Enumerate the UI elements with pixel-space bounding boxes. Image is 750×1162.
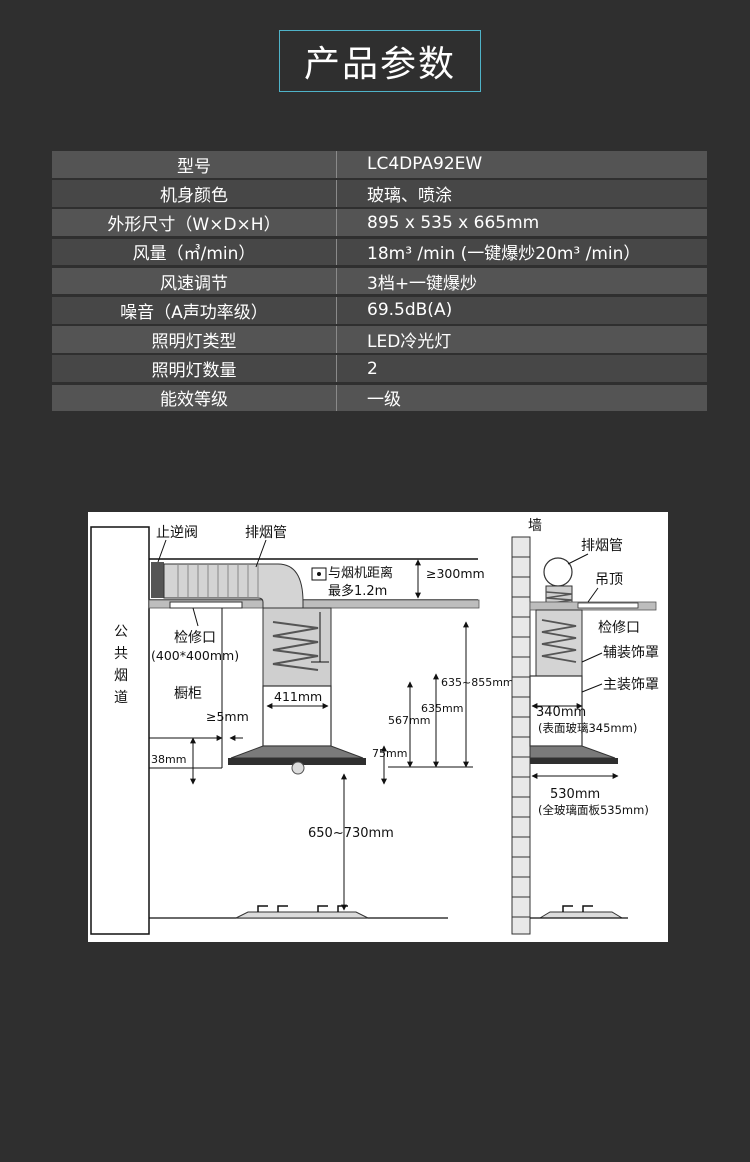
spec-table: 型号 LC4DPA92EW 机身颜色 玻璃、喷涂 外形尺寸（W×D×H） 895… xyxy=(52,151,707,414)
flue-char: 烟 xyxy=(114,668,128,684)
main-cover-label: 主装饰罩 xyxy=(603,677,659,693)
spec-value: 2 xyxy=(367,358,378,379)
distance-note-2: 最多1.2m xyxy=(328,583,387,599)
ceiling-label: 吊顶 xyxy=(595,572,623,588)
spec-value: LC4DPA92EW xyxy=(367,154,483,175)
aux-cover-label: 辅装饰罩 xyxy=(603,645,659,661)
dim-38: 38mm xyxy=(151,753,186,766)
dim-ge300: ≥300mm xyxy=(426,566,485,581)
spec-label: 能效等级 xyxy=(52,384,337,412)
duct-cover-left xyxy=(262,607,332,687)
spec-value: 玻璃、喷涂 xyxy=(367,186,452,207)
pipe-ribs xyxy=(177,564,259,598)
spec-label: 型号 xyxy=(52,151,337,178)
spec-row: 外形尺寸（W×D×H） 895 x 535 x 665mm xyxy=(52,209,707,237)
dim-530: 530mm xyxy=(550,787,600,802)
spec-label: 风量（㎥/min） xyxy=(52,238,337,266)
cooktop-left xyxy=(235,911,369,919)
inspection-port-shape xyxy=(169,601,243,609)
spec-label: 外形尺寸（W×D×H） xyxy=(52,209,337,237)
cooktop-right xyxy=(538,911,624,919)
flue-char: 道 xyxy=(114,690,128,706)
dim-ge5: ≥5mm xyxy=(206,709,249,724)
spec-label: 机身颜色 xyxy=(52,180,337,207)
spec-label: 照明灯数量 xyxy=(52,355,337,382)
dim-635-855: 635~855mm xyxy=(441,676,514,689)
spec-row: 照明灯类型 LED冷光灯 xyxy=(52,326,707,353)
dim-567: 567mm xyxy=(388,714,430,727)
exhaust-pipe-label: 排烟管 xyxy=(245,525,287,541)
dim-411: 411mm xyxy=(274,689,322,704)
spec-row: 风量（㎥/min） 18m³ /min (一键爆炒20m³ /min） xyxy=(52,238,707,266)
spec-row: 风速调节 3档+一键爆炒 xyxy=(52,267,707,295)
spec-row: 能效等级 一级 xyxy=(52,384,707,412)
flue-char: 公 xyxy=(114,624,128,640)
spec-label: 风速调节 xyxy=(52,267,337,295)
spec-value: LED冷光灯 xyxy=(367,331,452,352)
hood-body-right xyxy=(529,745,616,759)
spec-row: 型号 LC4DPA92EW xyxy=(52,151,707,178)
side-view: 墙 排烟管 吊顶 检修口 辅装饰罩 主装饰罩 340mm (表面玻璃345mm) xyxy=(511,518,659,935)
socket-icon xyxy=(311,567,327,581)
spec-value: 3档+一键爆炒 xyxy=(367,273,478,294)
dim-530-note: (全玻璃面板535mm) xyxy=(538,803,649,817)
installation-diagram: 公 共 烟 道 止逆阀 排烟管 与烟机距离 最多1.2m xyxy=(88,512,668,942)
hood-panel-left xyxy=(228,758,366,765)
page-title: 产品参数 xyxy=(279,30,481,92)
wall-label: 墙 xyxy=(528,518,542,534)
dim-340: 340mm xyxy=(536,705,586,720)
dim-340-note: (表面玻璃345mm) xyxy=(538,721,637,735)
inspection-right-label: 检修口 xyxy=(598,620,640,636)
spec-label: 噪音（A声功率级） xyxy=(52,296,337,324)
spec-row: 机身颜色 玻璃、喷涂 xyxy=(52,180,707,207)
dim-75: 75mm xyxy=(372,747,407,760)
spec-row: 噪音（A声功率级） 69.5dB(A) xyxy=(52,296,707,324)
spec-row: 照明灯数量 2 xyxy=(52,355,707,382)
exhaust-pipe-right-label: 排烟管 xyxy=(581,538,623,554)
distance-note-1: 与烟机距离 xyxy=(328,565,393,581)
check-valve-shape xyxy=(151,562,164,598)
spec-value: 18m³ /min (一键爆炒20m³ /min） xyxy=(367,244,641,265)
check-valve-label: 止逆阀 xyxy=(156,525,198,541)
dim-635: 635mm xyxy=(421,702,463,715)
cabinet-label: 橱柜 xyxy=(174,686,202,702)
spec-value: 一级 xyxy=(367,390,401,411)
main-cover-right xyxy=(529,675,583,747)
dim-650-730: 650~730mm xyxy=(308,826,394,841)
public-flue: 公 共 烟 道 xyxy=(90,526,150,935)
spec-value: 895 x 535 x 665mm xyxy=(367,212,540,233)
inspection-label: 检修口 xyxy=(174,630,216,646)
hood-body-left xyxy=(230,745,364,759)
flue-char: 共 xyxy=(114,646,128,662)
inspection-size: (400*400mm) xyxy=(151,648,239,663)
installation-drawing: 公 共 烟 道 止逆阀 排烟管 与烟机距离 最多1.2m xyxy=(90,518,659,935)
pipe-cross-section xyxy=(543,557,573,587)
spec-value: 69.5dB(A) xyxy=(367,300,453,321)
spec-label: 照明灯类型 xyxy=(52,326,337,353)
